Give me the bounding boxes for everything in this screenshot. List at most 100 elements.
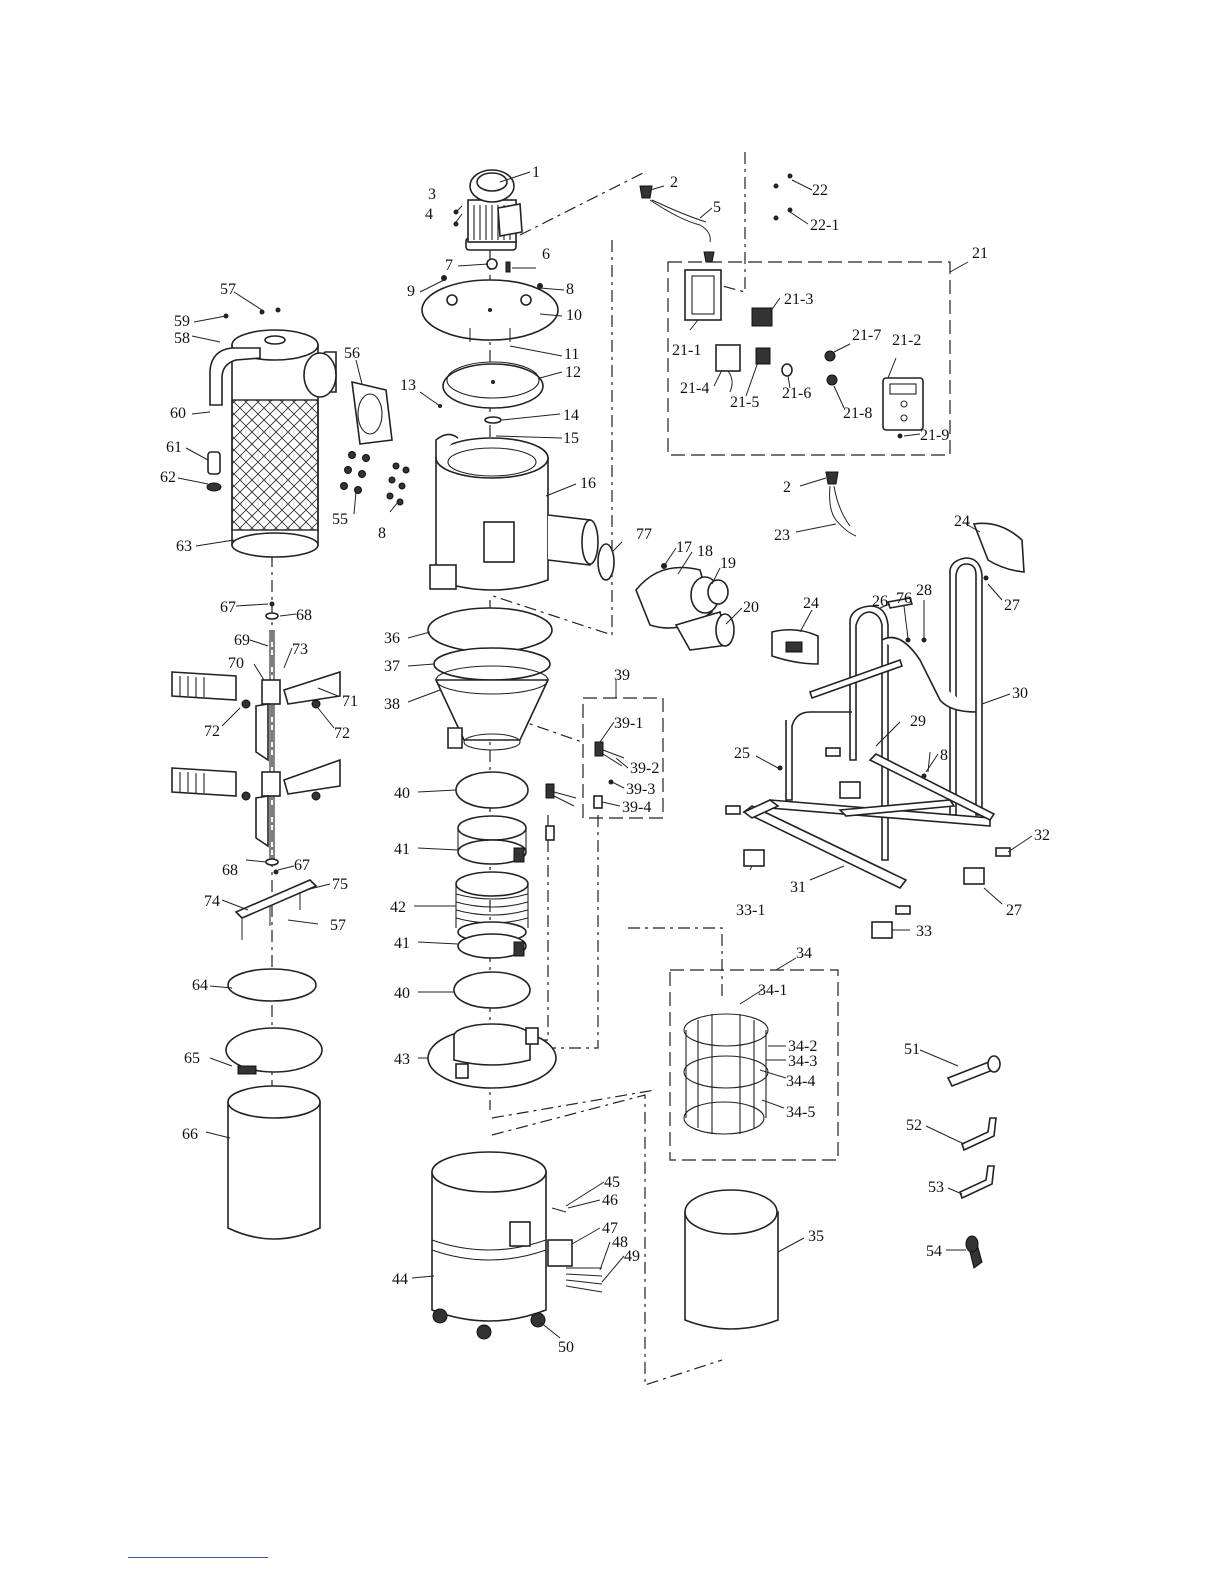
callout-11: 11 <box>564 346 579 363</box>
callout-49: 49 <box>624 1248 640 1265</box>
callout-25: 25 <box>734 745 750 762</box>
callout-66: 66 <box>182 1126 198 1143</box>
callout-34: 34 <box>796 945 812 962</box>
cords-and-reliefs <box>639 173 857 537</box>
callout-68-a: 68 <box>296 607 312 624</box>
callout-58: 58 <box>174 330 190 347</box>
leader-lines <box>177 171 1033 1339</box>
callout-8: 8 <box>566 281 574 298</box>
callout-69: 69 <box>234 632 250 649</box>
callout-34-4: 34-4 <box>786 1073 815 1090</box>
callout-12: 12 <box>565 364 581 381</box>
callout-39-1: 39-1 <box>614 715 643 732</box>
subassembly-box-34 <box>669 969 839 1161</box>
callout-22: 22 <box>812 182 828 199</box>
callout-17: 17 <box>676 539 692 556</box>
callout-32: 32 <box>1034 827 1050 844</box>
cyclone-cone <box>427 607 553 751</box>
callout-46: 46 <box>602 1192 618 1209</box>
switch-assembly <box>684 269 924 439</box>
callout-21-7: 21-7 <box>852 327 881 344</box>
callout-39: 39 <box>614 667 630 684</box>
footer-rule <box>128 1557 268 1558</box>
callout-50: 50 <box>558 1339 574 1356</box>
lower-filter-bag <box>684 1189 779 1330</box>
callout-5: 5 <box>713 199 721 216</box>
callout-4: 4 <box>425 206 433 223</box>
callout-64: 64 <box>192 977 208 994</box>
callout-39-3: 39-3 <box>626 781 655 798</box>
callout-33-1: 33-1 <box>736 902 765 919</box>
callout-63: 63 <box>176 538 192 555</box>
callout-24-a: 24 <box>954 513 970 530</box>
callout-75: 75 <box>332 876 348 893</box>
callout-26: 26 <box>872 593 888 610</box>
callout-18: 18 <box>697 543 713 560</box>
callout-7: 7 <box>445 257 453 274</box>
callout-21-9: 21-9 <box>920 427 949 444</box>
callout-16: 16 <box>580 475 596 492</box>
callout-43: 43 <box>394 1051 410 1068</box>
callout-51: 51 <box>904 1041 920 1058</box>
callout-13: 13 <box>400 377 416 394</box>
callout-27-a: 27 <box>1004 597 1020 614</box>
callout-38: 38 <box>384 696 400 713</box>
callout-27-b: 27 <box>1006 902 1022 919</box>
blower-housing <box>429 433 599 591</box>
callout-54: 54 <box>926 1243 942 1260</box>
filter-bag <box>225 968 323 1240</box>
callout-21-4: 21-4 <box>680 380 709 397</box>
callout-56: 56 <box>344 345 360 362</box>
callout-40-a: 40 <box>394 785 410 802</box>
callout-20: 20 <box>743 599 759 616</box>
callout-21-2: 21-2 <box>892 332 921 349</box>
callout-21-1: 21-1 <box>672 342 701 359</box>
callout-19: 19 <box>720 555 736 572</box>
callout-21-3: 21-3 <box>784 291 813 308</box>
callout-48: 48 <box>612 1234 628 1251</box>
callout-6: 6 <box>542 246 550 263</box>
callout-62: 62 <box>160 469 176 486</box>
hose-and-clamps <box>453 771 531 1009</box>
callout-2: 2 <box>670 174 678 191</box>
impeller <box>438 361 544 424</box>
callout-34-3: 34-3 <box>788 1053 817 1070</box>
callout-9: 9 <box>407 283 415 300</box>
hardware-cluster <box>340 451 410 506</box>
callout-39-4: 39-4 <box>622 799 651 816</box>
callout-42: 42 <box>390 899 406 916</box>
callout-73: 73 <box>292 641 308 658</box>
callout-14: 14 <box>563 407 579 424</box>
callout-72-a: 72 <box>204 723 220 740</box>
callout-52: 52 <box>906 1117 922 1134</box>
flange-gasket <box>351 380 393 445</box>
support-cage <box>683 1013 769 1135</box>
callout-45: 45 <box>604 1174 620 1191</box>
callout-8-b: 8 <box>378 525 386 542</box>
callout-2-b: 2 <box>783 479 791 496</box>
callout-76: 76 <box>896 590 912 607</box>
callout-33: 33 <box>916 923 932 940</box>
paddle-assembly <box>171 601 341 940</box>
stand-frame <box>725 522 1025 939</box>
callout-30: 30 <box>1012 685 1028 702</box>
callout-22-1: 22-1 <box>810 217 839 234</box>
subassembly-box-21 <box>667 261 951 456</box>
callout-60: 60 <box>170 405 186 422</box>
callout-74: 74 <box>204 893 220 910</box>
callout-21-8: 21-8 <box>843 405 872 422</box>
damper-lever <box>545 741 625 841</box>
callout-28: 28 <box>916 582 932 599</box>
subassembly-box-39 <box>582 697 664 819</box>
callout-72-b: 72 <box>334 725 350 742</box>
callout-34-1: 34-1 <box>758 982 787 999</box>
callout-77: 77 <box>636 526 652 543</box>
callout-41-b: 41 <box>394 935 410 952</box>
callout-55: 55 <box>332 511 348 528</box>
callout-67-b: 67 <box>294 857 310 874</box>
callout-36: 36 <box>384 630 400 647</box>
callout-40-b: 40 <box>394 985 410 1002</box>
callout-21: 21 <box>972 245 988 262</box>
motor-plate <box>421 279 559 342</box>
